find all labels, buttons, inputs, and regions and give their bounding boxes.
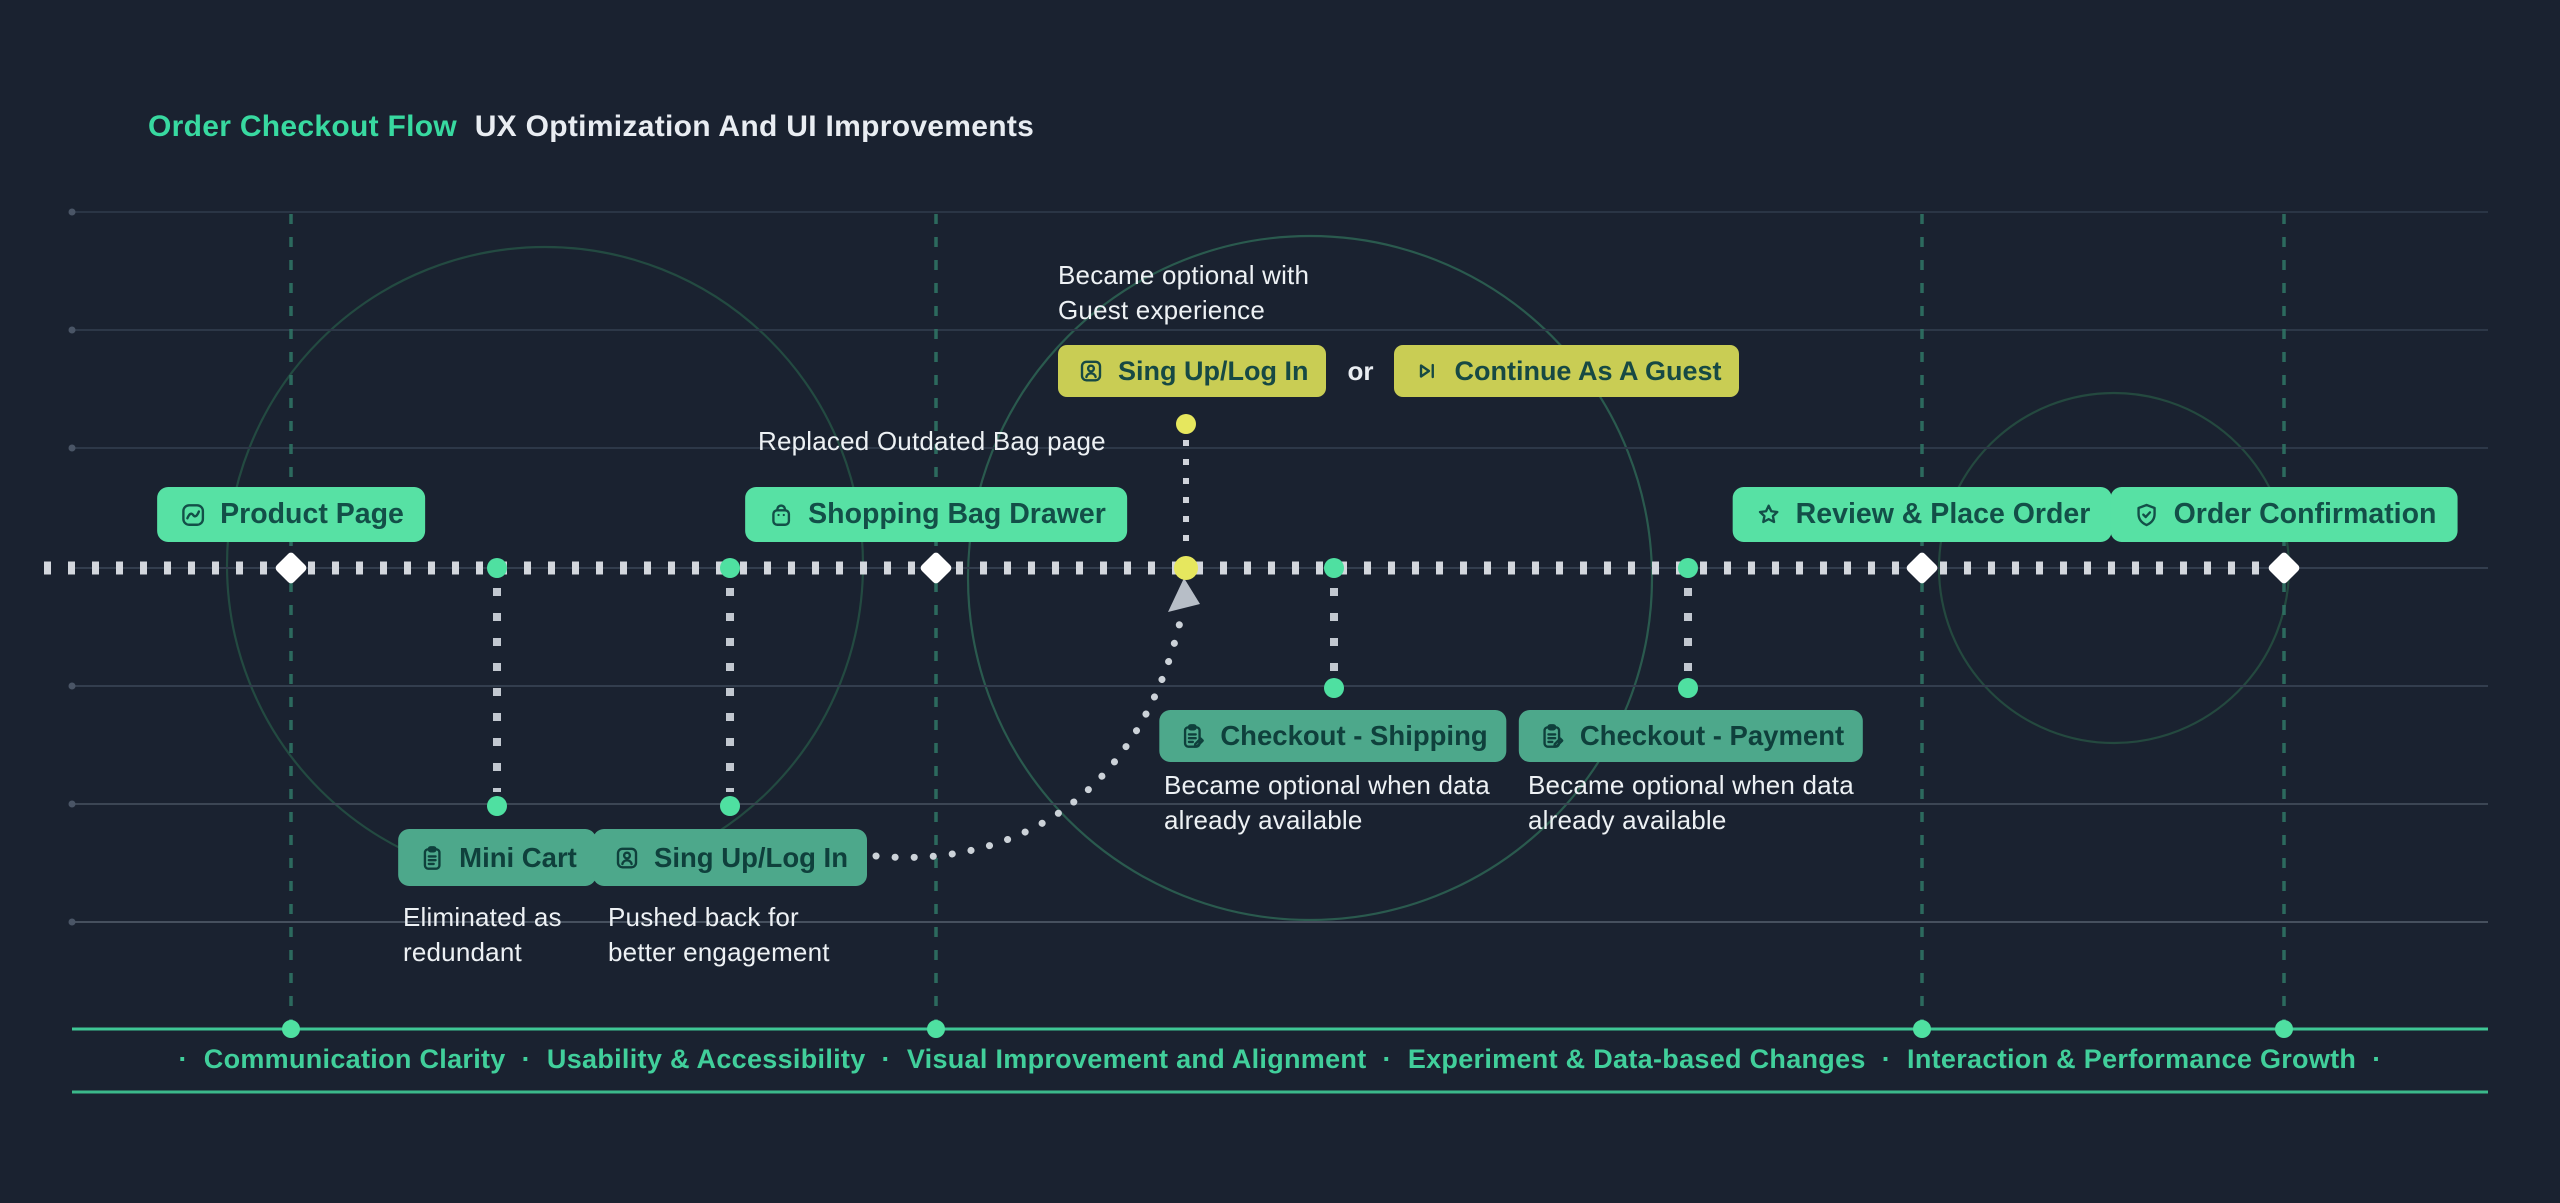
signup-note-line1: Pushed back for bbox=[608, 902, 799, 932]
page-title: Order Checkout Flow UX Optimization And … bbox=[148, 110, 1034, 144]
product-page-chip[interactable]: Product Page bbox=[157, 487, 425, 542]
checkout-payment-note-line2: already available bbox=[1528, 805, 1727, 835]
legend-item: Interaction & Performance Growth bbox=[1907, 1044, 2357, 1074]
legend-item: Experiment & Data-based Changes bbox=[1407, 1044, 1866, 1074]
marker-mini-cart bbox=[487, 558, 507, 578]
skip-icon bbox=[1412, 356, 1442, 386]
legend-separator: · bbox=[521, 1044, 531, 1074]
user-card-icon bbox=[1076, 356, 1106, 386]
axis-dot-confirmation bbox=[2275, 1020, 2293, 1038]
checkout-payment-chip[interactable]: Checkout - Payment bbox=[1518, 710, 1864, 762]
mini-cart-note-line1: Eliminated as bbox=[403, 902, 562, 932]
marker-checkout-payment bbox=[1678, 558, 1698, 578]
or-label: or bbox=[1347, 355, 1374, 386]
marker-checkout-shipping bbox=[1324, 558, 1344, 578]
review-place-order-chip[interactable]: Review & Place Order bbox=[1732, 487, 2112, 542]
axis-dot-review bbox=[1913, 1020, 1931, 1038]
checkout-shipping-note: Became optional when data already availa… bbox=[1164, 768, 1490, 838]
star-icon bbox=[1754, 500, 1784, 530]
legend-separator: · bbox=[1881, 1044, 1892, 1074]
checkout-shipping-chip[interactable]: Checkout - Shipping bbox=[1159, 710, 1507, 762]
marker-guest-top bbox=[1176, 414, 1196, 434]
improvement-legend: · Communication Clarity · Usability & Acces… bbox=[0, 1044, 2560, 1075]
diamond-review bbox=[1906, 552, 1938, 584]
reroute-arrow-path bbox=[872, 618, 1184, 861]
clipboard-icon bbox=[417, 843, 447, 873]
marker-mini-cart-end bbox=[487, 796, 507, 816]
mini-cart-label: Mini Cart bbox=[459, 841, 577, 873]
reroute-arrow bbox=[872, 578, 1200, 861]
order-confirmation-chip[interactable]: Order Confirmation bbox=[2110, 487, 2458, 542]
legend-separator: · bbox=[881, 1044, 891, 1074]
legend-item: Visual Improvement and Alignment bbox=[906, 1044, 1367, 1074]
checkout-shipping-note-line2: already available bbox=[1164, 805, 1363, 835]
signup-login-mid-label: Sing Up/Log In bbox=[654, 841, 848, 873]
marker-checkout-payment-end bbox=[1678, 678, 1698, 698]
decor-circle-right bbox=[1937, 391, 2291, 745]
chart-icon bbox=[178, 500, 208, 530]
checkout-payment-label: Checkout - Payment bbox=[1579, 720, 1845, 751]
clipboard-edit-icon bbox=[1538, 721, 1568, 751]
continue-as-guest-chip[interactable]: Continue As A Guest bbox=[1394, 345, 1740, 397]
clipboard-edit-icon bbox=[1178, 721, 1208, 751]
signup-note: Pushed back for better engagement bbox=[608, 900, 830, 970]
diamond-product-page bbox=[275, 552, 307, 584]
checkout-payment-note-line1: Became optional when data bbox=[1528, 770, 1854, 800]
mini-cart-note: Eliminated as redundant bbox=[403, 900, 562, 970]
legend-item: Communication Clarity bbox=[203, 1044, 506, 1074]
legend-item: Usability & Accessibility bbox=[546, 1044, 866, 1074]
guest-option-note-line1: Became optional with bbox=[1058, 260, 1310, 290]
checkout-shipping-label: Checkout - Shipping bbox=[1220, 720, 1488, 751]
guest-option-note-line2: Guest experience bbox=[1058, 295, 1265, 325]
signup-login-top-chip[interactable]: Sing Up/Log In bbox=[1058, 345, 1327, 397]
product-page-label: Product Page bbox=[220, 498, 404, 530]
marker-signup-mid-end bbox=[720, 796, 740, 816]
signup-login-top-label: Sing Up/Log In bbox=[1118, 355, 1309, 386]
marker-checkout-shipping-end bbox=[1324, 678, 1344, 698]
reroute-arrowhead bbox=[1168, 578, 1200, 612]
diamond-shopping-bag bbox=[920, 552, 952, 584]
shield-check-icon bbox=[2132, 500, 2162, 530]
legend-separator: · bbox=[2372, 1044, 2382, 1074]
guest-option-row: Sing Up/Log In or Continue As A Guest bbox=[1058, 345, 1740, 397]
axis-dot-product-page bbox=[282, 1020, 300, 1038]
continue-as-guest-label: Continue As A Guest bbox=[1454, 355, 1722, 386]
legend-separator: · bbox=[178, 1044, 188, 1074]
connector-lines bbox=[493, 588, 1692, 792]
page-title-rest: UX Optimization And UI Improvements bbox=[474, 110, 1035, 143]
signup-login-mid-chip[interactable]: Sing Up/Log In bbox=[593, 829, 867, 886]
shopping-bag-label: Shopping Bag Drawer bbox=[808, 498, 1106, 530]
marker-guest-timeline bbox=[1174, 556, 1198, 580]
bag-icon bbox=[766, 500, 796, 530]
diamond-confirmation bbox=[2268, 552, 2300, 584]
legend-separator: · bbox=[1382, 1044, 1392, 1074]
order-confirmation-label: Order Confirmation bbox=[2173, 498, 2437, 530]
axis-dot-shopping-bag bbox=[927, 1020, 945, 1038]
page-title-accent: Order Checkout Flow bbox=[148, 110, 458, 143]
review-place-order-label: Review & Place Order bbox=[1795, 498, 2091, 530]
bag-note-line1: Replaced Outdated Bag page bbox=[758, 426, 1106, 456]
bag-note: Replaced Outdated Bag page bbox=[758, 424, 1106, 459]
mini-cart-chip[interactable]: Mini Cart bbox=[398, 829, 596, 886]
decor-circle-left bbox=[225, 245, 865, 885]
signup-note-line2: better engagement bbox=[608, 937, 830, 967]
mini-cart-note-line2: redundant bbox=[403, 937, 522, 967]
checkout-payment-note: Became optional when data already availa… bbox=[1528, 768, 1854, 838]
checkout-shipping-note-line1: Became optional when data bbox=[1164, 770, 1490, 800]
shopping-bag-chip[interactable]: Shopping Bag Drawer bbox=[745, 487, 1127, 542]
stage-column-guides bbox=[289, 214, 2286, 1026]
marker-signup-mid bbox=[720, 558, 740, 578]
user-card-icon bbox=[612, 843, 642, 873]
guest-option-note: Became optional with Guest experience bbox=[1058, 258, 1309, 328]
